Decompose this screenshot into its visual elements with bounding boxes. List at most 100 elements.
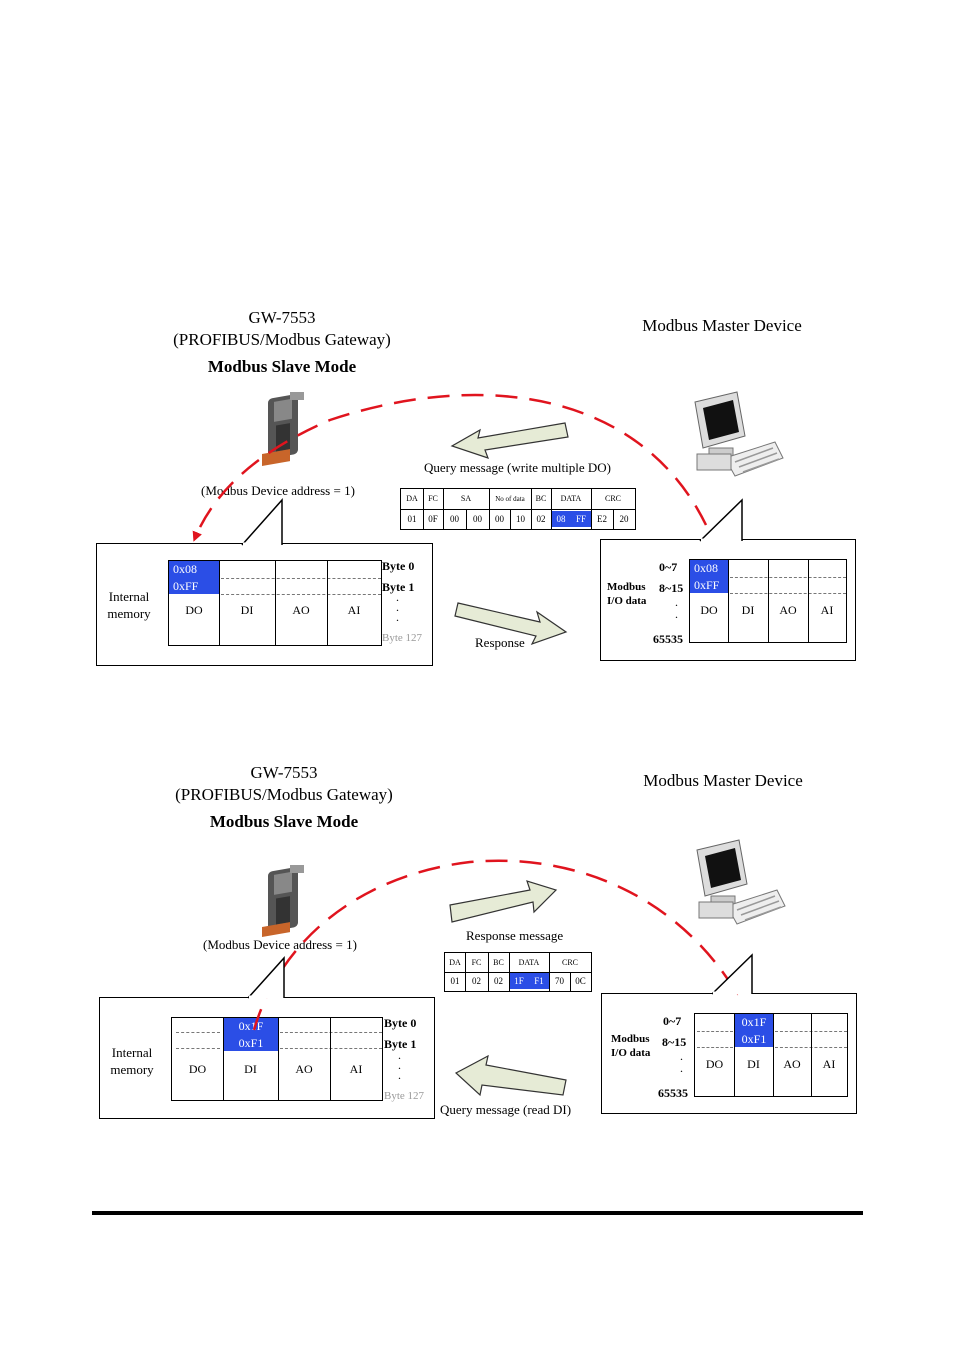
packet-header-fc: FC [428,494,438,503]
internal-memory-label: Internal memory [107,589,151,621]
column-ai: AI [820,603,834,617]
memory-table: 0x08 0xFF DO DI AO AI [168,560,382,646]
packet-header-da: DA [406,494,418,503]
io-range-0: 0~7 [663,1014,682,1028]
query-packet: DA FC SA No of data BC DATA CRC 01 0F 00… [400,488,636,530]
gateway-title: GW-7553 [248,308,316,327]
column-do: DO [700,603,718,617]
gateway-subtitle: (PROFIBUS/Modbus Gateway) [173,330,391,349]
device-address: (Modbus Device address = 1) [201,483,355,498]
packet-value: 10 [516,514,525,524]
column-di: DI [244,1062,257,1076]
mode-label: Modbus Slave Mode [209,812,359,831]
internal-memory-box: Internal memory 0x08 0xFF DO DI AO AI By… [96,543,433,666]
column-ao: AO [292,603,310,617]
io-value: 0x08 [690,560,728,577]
dashed-arc-arrow [192,393,708,542]
memory-table: 0x1F 0xF1 DO DI AO AI [171,1017,383,1101]
io-value: 0xFF [690,577,728,593]
packet-value: E2 [597,514,607,524]
column-ao: AO [295,1062,313,1076]
memory-value: 0xF1 [224,1035,278,1051]
io-label: Modbus I/O data [607,581,647,607]
io-range-2: 65535 [653,632,683,646]
mode-label: Modbus Slave Mode [207,357,357,376]
response-block-arrow [454,602,568,646]
callout-pointer [699,498,743,542]
packet-value: 01 [407,514,417,524]
io-label: Modbus I/O data [611,1033,651,1059]
packet-value: 00 [495,514,504,524]
byte-1-label: Byte 1 [382,580,415,594]
io-range-2: 65535 [658,1086,688,1100]
packet-header-fc: FC [471,958,482,967]
column-do: DO [188,1062,207,1076]
column-ao: AO [779,603,797,617]
computer-icon [694,391,784,477]
packet-value-highlight: F1 [529,973,549,989]
gateway-title: GW-7553 [250,763,318,782]
response-label: Response [475,635,525,650]
packet-header-bc: BC [493,958,504,967]
response-packet: DA FC BC DATA CRC 01 02 02 1F F1 70 0C [444,952,592,992]
io-range-1: 8~15 [662,1035,687,1049]
internal-memory-box: Internal memory 0x1F 0xF1 DO DI AO AI By… [99,997,435,1119]
memory-value: 0xFF [169,578,219,594]
packet-header-no-of-data: No of data [495,495,525,503]
modbus-io-box: 0~7 8~15 Modbus I/O data .. 65535 0x1F 0… [601,993,857,1114]
packet-value-highlight: 08 [551,511,571,527]
column-ai: AI [822,1057,836,1071]
io-table: 0x1F 0xF1 DO DI AO AI [694,1013,848,1097]
memory-value: 0x08 [169,561,219,578]
query-label: Query message (read DI) [440,1102,572,1117]
packet-value: 00 [450,514,459,524]
byte-127-label: Byte 127 [384,1090,425,1102]
io-range-1: 8~15 [659,581,684,595]
computer-icon [696,839,786,925]
packet-value: 02 [494,976,503,986]
packet-value: 70 [555,976,564,986]
packet-header-crc: CRC [561,958,578,967]
packet-value: 02 [472,976,481,986]
gateway-device-icon [262,392,304,467]
modbus-io-box: 0~7 8~15 Modbus I/O data .. 65535 0x08 0… [600,539,856,661]
packet-header-data: DATA [518,958,540,967]
column-di: DI [240,603,254,617]
callout-pointer [241,498,283,546]
callout-pointer [711,953,753,995]
packet-value: 01 [450,976,460,986]
callout-pointer [247,956,285,999]
byte-0-label: Byte 0 [384,1016,417,1030]
response-label: Response message [466,928,564,943]
device-address: (Modbus Device address = 1) [203,937,357,952]
packet-header-data: DATA [560,494,582,503]
byte-127-label: Byte 127 [382,632,423,644]
packet-header-bc: BC [535,494,547,503]
packet-header-sa: SA [460,494,472,503]
footer-rule [92,1211,863,1215]
gateway-device-icon [262,865,304,937]
master-title: Modbus Master Device [642,316,802,335]
io-value: 0x1F [735,1014,773,1031]
column-di: DI [747,1057,760,1071]
internal-memory-label: Internal memory [110,1045,154,1077]
query-block-arrow [454,1054,567,1097]
column-do: DO [705,1057,724,1071]
response-block-arrow [449,880,558,923]
packet-value: 00 [473,514,482,524]
column-ao: AO [783,1057,801,1071]
packet-value: 20 [619,514,629,524]
packet-value: 0C [575,976,586,986]
column-di: DI [741,603,755,617]
query-block-arrow [450,422,569,459]
byte-0-label: Byte 0 [382,559,415,573]
io-table: 0x08 0xFF DO DI AO AI [689,559,847,643]
dashed-arc-arrow [252,859,739,1031]
column-ai: AI [347,603,361,617]
byte-1-label: Byte 1 [384,1037,417,1051]
packet-header-crc: CRC [604,494,621,503]
packet-value-highlight: 1F [509,973,529,989]
gateway-subtitle: (PROFIBUS/Modbus Gateway) [175,785,393,804]
master-title: Modbus Master Device [643,771,803,790]
packet-value: 0F [428,514,438,524]
